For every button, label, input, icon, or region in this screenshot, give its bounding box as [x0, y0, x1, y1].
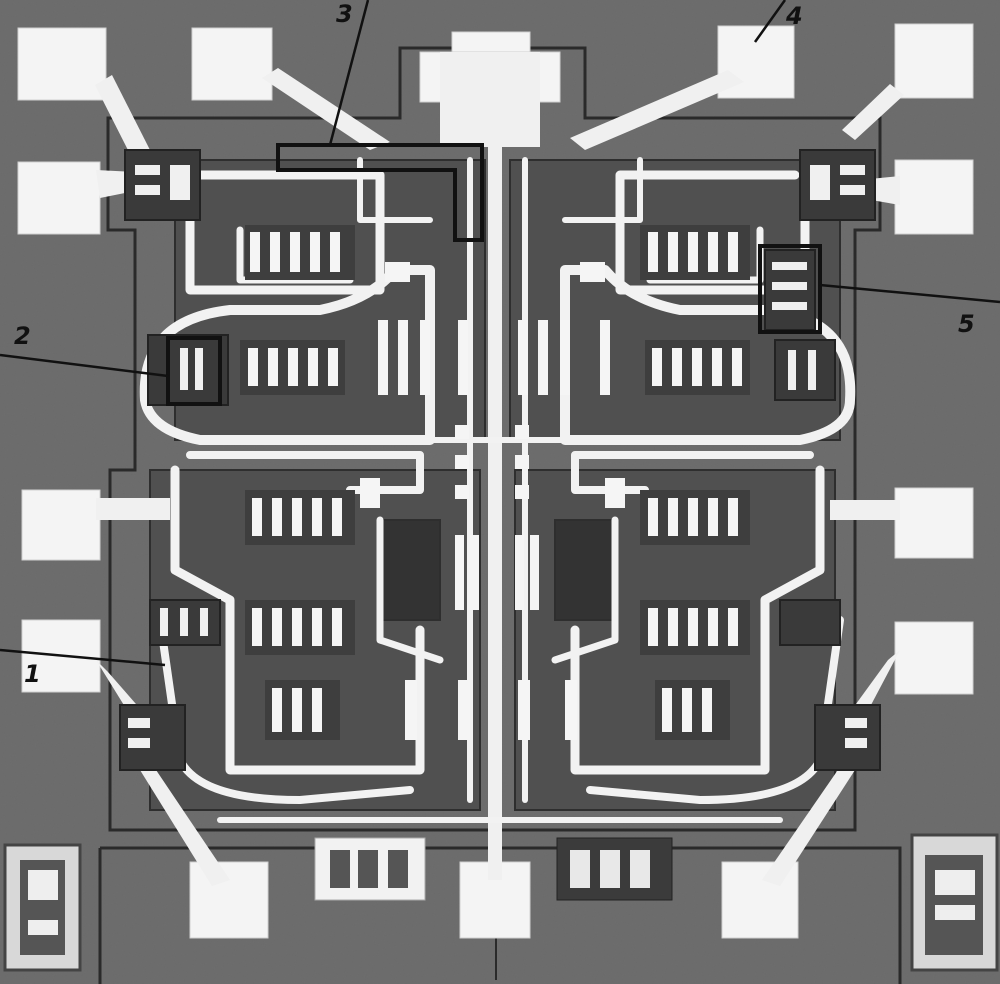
bond-pad: [191, 27, 273, 101]
bond-pad: [894, 487, 974, 559]
bond-pad: [894, 159, 974, 235]
callout-label-3: 3: [336, 0, 353, 28]
callout-box-5: [758, 244, 822, 334]
bond-pad: [17, 161, 101, 235]
callout-boxes: [166, 143, 822, 406]
callout-label-5: 5: [958, 310, 975, 338]
leader-5: [819, 283, 1000, 304]
bond-pad: [894, 23, 974, 99]
bottom-test-structures: [3, 833, 999, 972]
callout-label-1: 1: [24, 660, 41, 688]
callout-label-2: 2: [14, 322, 31, 350]
corner-devices: [119, 149, 881, 771]
bond-pad: [21, 489, 101, 561]
pad-leads: [95, 52, 904, 886]
transistor-fingers: [240, 225, 750, 740]
leader-lines: [0, 0, 1000, 667]
bond-pads: [17, 23, 974, 939]
callout-box-2: [166, 336, 222, 406]
leader-3: [328, 0, 370, 146]
callout-label-4: 4: [786, 2, 803, 30]
leader-1: [0, 648, 166, 667]
callout-box-3: [276, 143, 484, 242]
leader-2: [0, 353, 169, 378]
bond-pad: [894, 621, 974, 695]
leader-4: [753, 0, 787, 43]
bond-pad: [189, 861, 269, 939]
bond-pad: [17, 27, 107, 101]
